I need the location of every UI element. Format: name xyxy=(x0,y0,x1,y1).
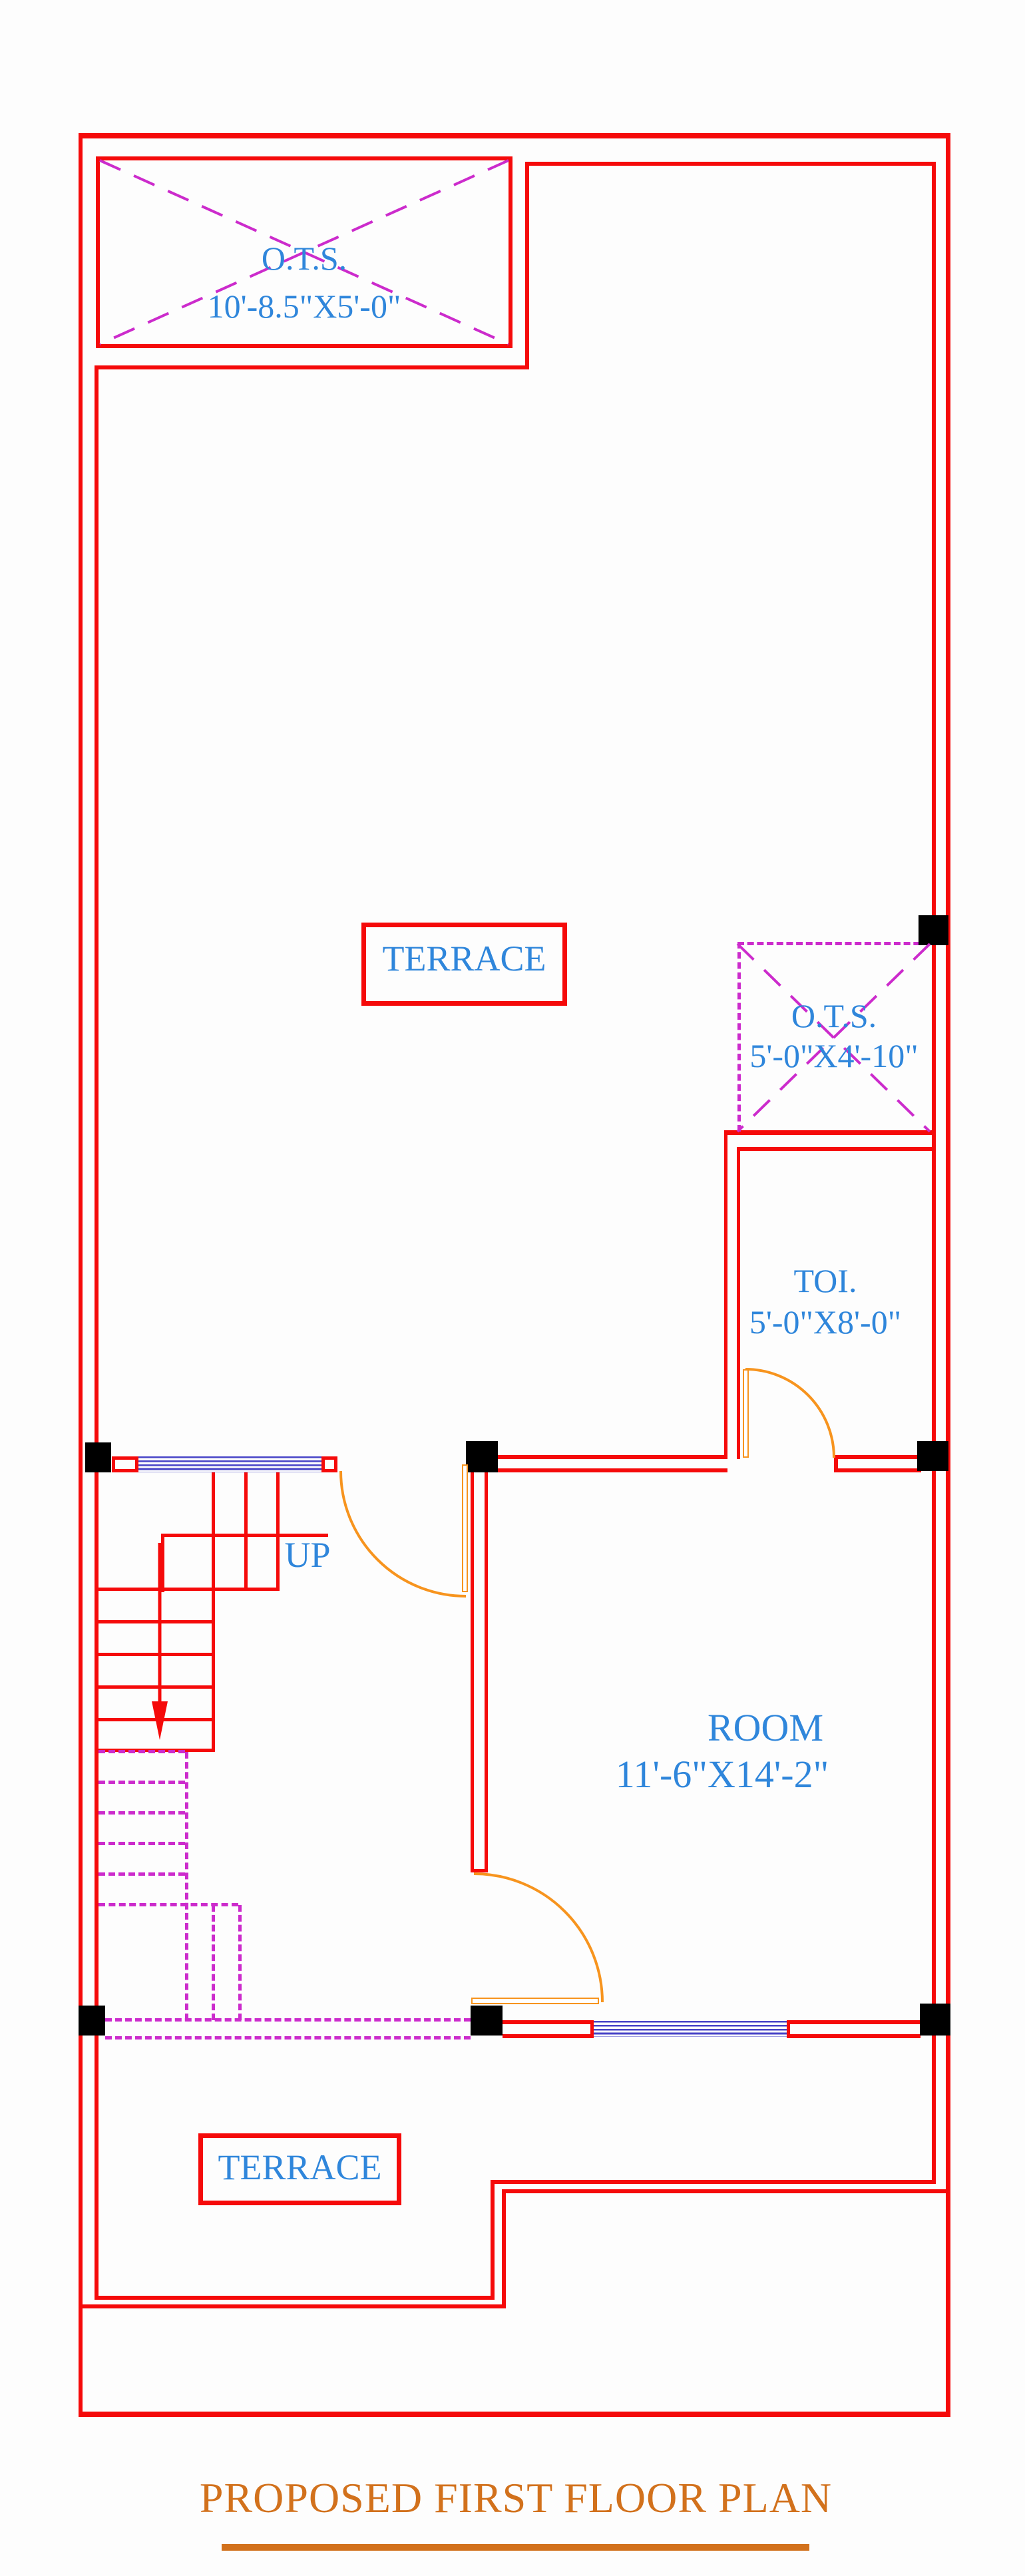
stair-landing-line xyxy=(161,1534,328,1537)
wall-segment xyxy=(79,133,950,138)
opening-dashed-line xyxy=(105,2036,471,2039)
column xyxy=(79,2006,105,2036)
ots-top-label: O.T.S. xyxy=(261,240,347,277)
stair-stringer xyxy=(212,1588,215,1752)
stair-tread-dashed xyxy=(99,1750,185,1753)
column xyxy=(920,2004,950,2036)
stair-direction-arrowhead xyxy=(152,1701,168,1740)
column xyxy=(85,1442,111,1472)
ots-cross-line xyxy=(736,943,931,1133)
column xyxy=(917,1441,948,1471)
stair-tread xyxy=(244,1472,248,1589)
stair-tread-dashed xyxy=(99,1781,185,1784)
wall-segment xyxy=(498,1455,727,1459)
wall-segment xyxy=(485,1472,488,1872)
ots-top-dims: 10'-8.5"X5'-0" xyxy=(207,288,401,325)
wall-segment xyxy=(502,2191,506,2308)
wall-segment xyxy=(502,2189,948,2193)
door-swing-arc xyxy=(745,1368,835,1458)
stair-tread xyxy=(276,1472,280,1589)
wall-segment xyxy=(737,1147,740,1459)
stair-tread-dashed xyxy=(99,1811,185,1815)
wall-segment xyxy=(525,162,529,369)
door-swing-arc xyxy=(473,1872,604,2003)
stair-landing-line xyxy=(161,1534,164,1592)
stair-tread-dashed xyxy=(99,1842,185,1845)
wall-segment xyxy=(529,162,936,166)
wall-segment xyxy=(787,2020,790,2038)
stair-tread xyxy=(99,1653,212,1656)
wall-segment xyxy=(737,1147,932,1151)
plan-title-underline xyxy=(222,2544,809,2551)
door-leaf xyxy=(471,1998,599,2004)
up-label: UP xyxy=(284,1535,331,1575)
wall-segment xyxy=(471,1869,488,1872)
wall-segment xyxy=(79,133,83,2417)
stair-tread xyxy=(99,1718,212,1721)
toilet-dims: 5'-0"X8'-0" xyxy=(749,1303,902,1341)
window-jamb xyxy=(321,1456,337,1472)
stair-tread xyxy=(212,1472,215,1589)
window-jamb xyxy=(112,1456,138,1472)
stair-dashed-stringer xyxy=(238,1905,242,2020)
wall-segment xyxy=(932,162,936,2184)
terrace-lower-label-box xyxy=(198,2133,401,2205)
wall-segment xyxy=(790,2020,921,2024)
stair-dashed-stringer xyxy=(185,1752,188,2020)
toilet-label: TOI. xyxy=(793,1262,857,1299)
wall-segment xyxy=(491,2180,936,2184)
room-dims: 11'-6"X14'-2" xyxy=(615,1753,829,1796)
column xyxy=(471,2006,503,2036)
column xyxy=(466,1441,498,1472)
stair-landing-line xyxy=(99,1588,280,1591)
ots-side-label: O.T.S. xyxy=(791,997,877,1034)
wall-segment xyxy=(498,1468,727,1472)
stair-tread-dashed xyxy=(99,1872,185,1876)
terrace-upper-label: TERRACE xyxy=(382,939,546,978)
door-swing-arc xyxy=(339,1470,467,1598)
wall-segment xyxy=(590,2020,594,2038)
wall-segment xyxy=(946,133,950,2417)
ots-cross-line xyxy=(99,159,509,345)
door-leaf xyxy=(462,1464,468,1592)
wall-segment xyxy=(724,1130,727,1459)
plan-title: PROPOSED FIRST FLOOR PLAN xyxy=(199,2474,833,2521)
terrace-upper-label-box xyxy=(361,923,567,1006)
wall-segment xyxy=(99,2296,495,2300)
wall-segment xyxy=(834,1455,921,1459)
stair-tread-dashed xyxy=(99,1903,238,1906)
room-label: ROOM xyxy=(707,1706,824,1749)
wall-segment xyxy=(95,365,529,369)
window xyxy=(138,1456,321,1472)
ots-top-box xyxy=(96,156,512,348)
wall-segment xyxy=(79,2412,950,2417)
wall-segment xyxy=(834,1468,921,1472)
ots-side-dims: 5'-0"X4'-10" xyxy=(749,1037,919,1074)
wall-segment xyxy=(834,1455,838,1472)
window xyxy=(594,2021,787,2037)
wall-segment xyxy=(503,2020,594,2024)
column xyxy=(919,915,948,945)
wall-segment xyxy=(724,1130,933,1135)
stair-dashed-stringer xyxy=(212,1905,215,2020)
opening-dashed-line xyxy=(105,2018,471,2022)
wall-segment xyxy=(503,2034,594,2038)
wall-segment xyxy=(471,1472,474,1872)
wall-segment xyxy=(81,2304,506,2308)
ots-side-dashed-edge xyxy=(737,942,930,945)
ots-side-dashed-edge xyxy=(737,942,741,1132)
wall-segment xyxy=(95,365,99,2300)
terrace-lower-label: TERRACE xyxy=(218,2147,382,2187)
wall-segment xyxy=(491,2182,495,2300)
stair-tread xyxy=(99,1685,212,1689)
wall-segment xyxy=(790,2034,921,2038)
stair-tread xyxy=(99,1620,212,1623)
